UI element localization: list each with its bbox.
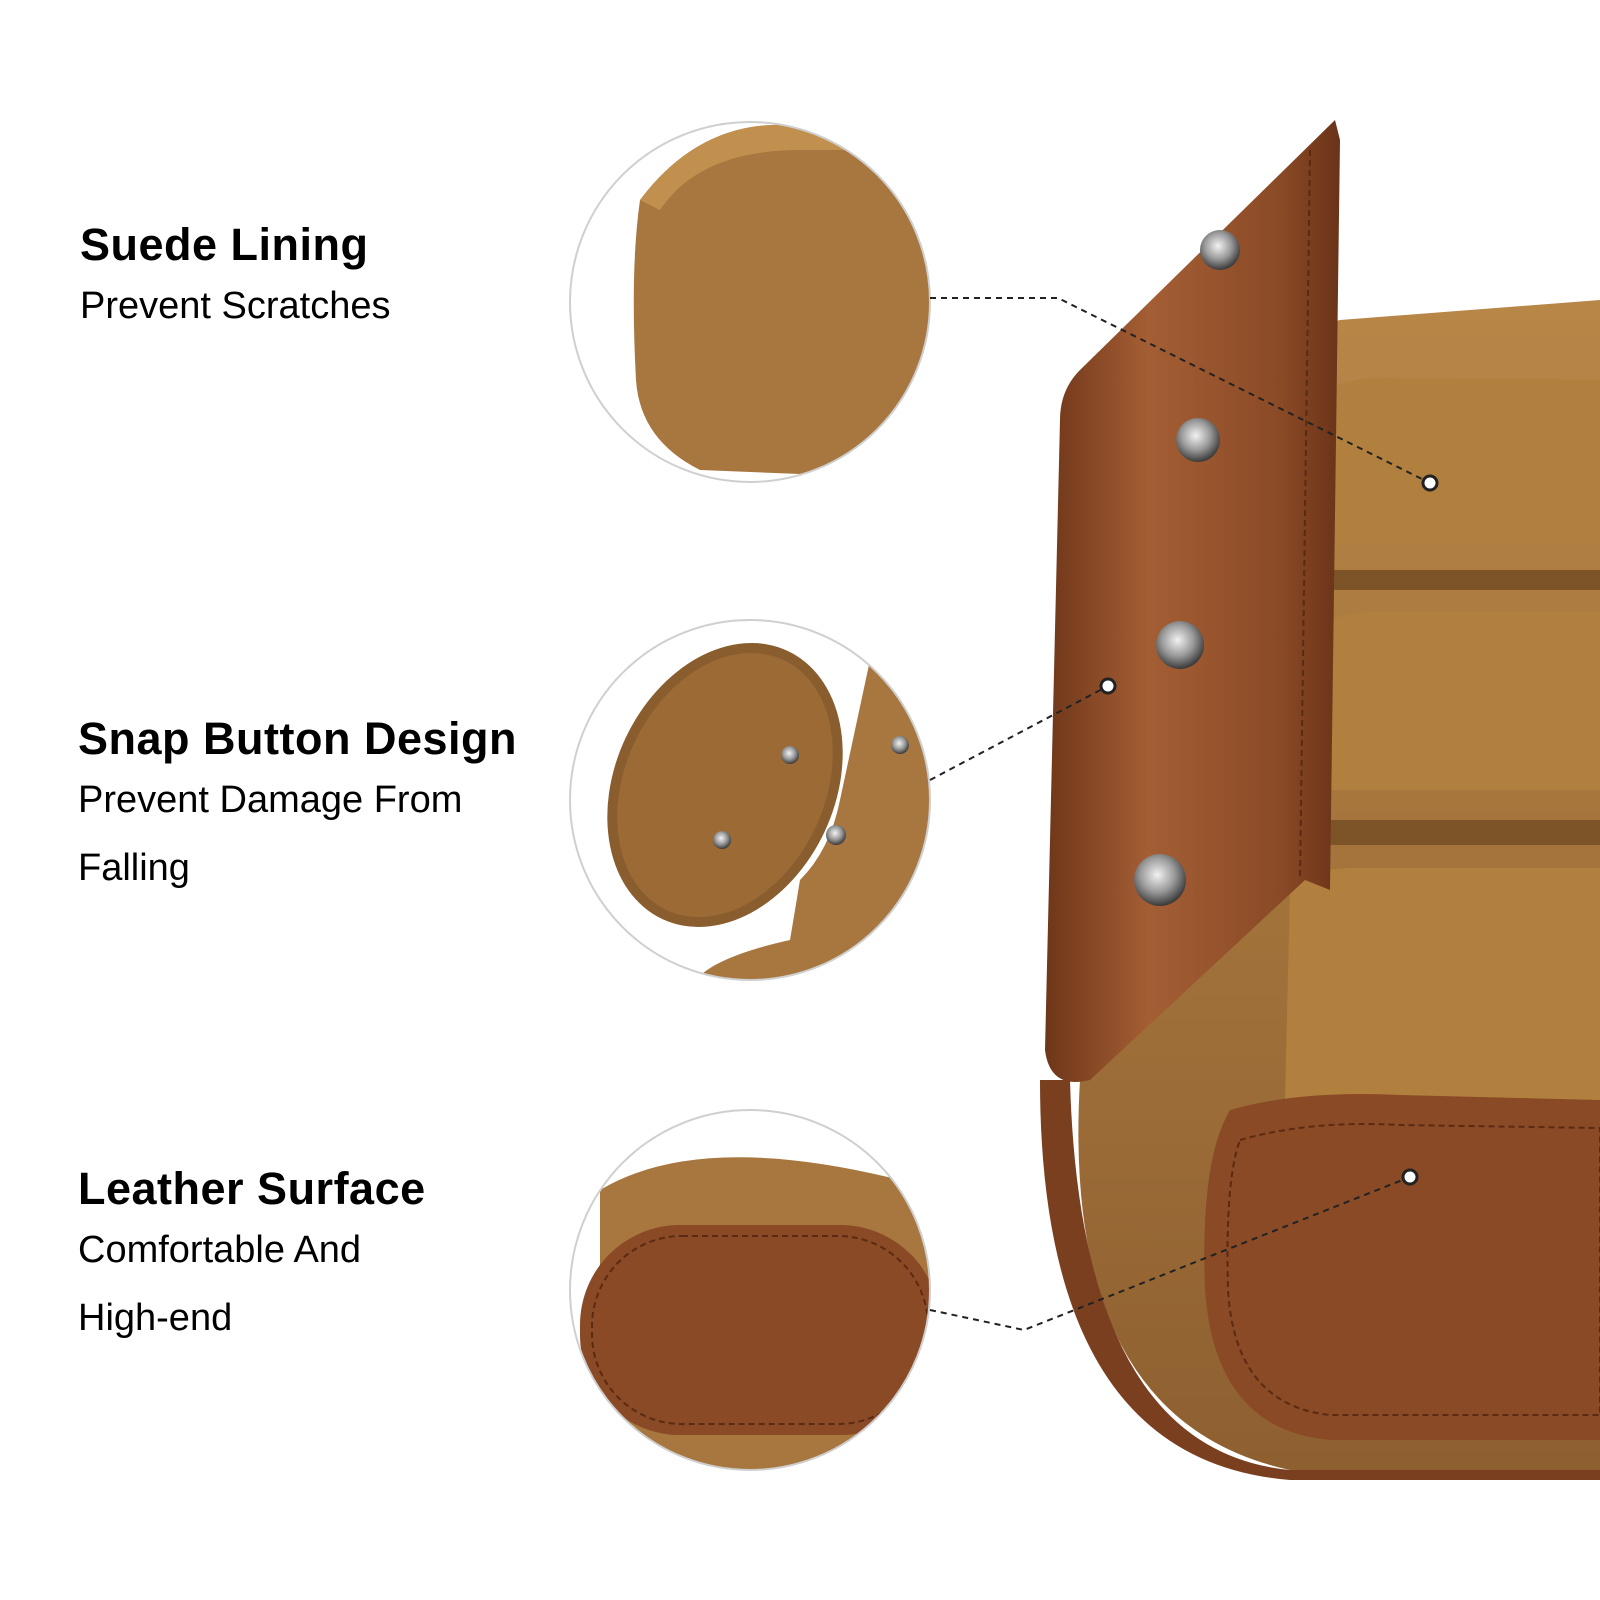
feature-title: Snap Button Design bbox=[78, 713, 517, 764]
feature-description: High-end bbox=[78, 1297, 233, 1339]
feature-description: Falling bbox=[78, 847, 190, 889]
feature-snap-button: Snap Button Design Prevent Damage From F… bbox=[78, 712, 517, 902]
detail-circle-suede bbox=[569, 121, 931, 483]
callout-lines bbox=[929, 297, 1431, 1332]
callout-dots bbox=[1099, 474, 1439, 1186]
snap-button-icon bbox=[1134, 230, 1240, 906]
feature-title: Suede Lining bbox=[80, 219, 369, 270]
feature-title: Leather Surface bbox=[78, 1163, 426, 1214]
feature-description: Prevent Damage From bbox=[78, 779, 463, 821]
watch-roll bbox=[1040, 120, 1600, 1480]
detail-circle-leather bbox=[569, 1109, 931, 1471]
feature-description: Prevent Scratches bbox=[80, 285, 391, 327]
detail-circle-snap bbox=[569, 619, 931, 981]
feature-leather-surface: Leather Surface Comfortable And High-end bbox=[78, 1162, 426, 1352]
feature-suede-lining: Suede Lining Prevent Scratches bbox=[80, 218, 390, 340]
feature-description: Comfortable And bbox=[78, 1229, 362, 1271]
